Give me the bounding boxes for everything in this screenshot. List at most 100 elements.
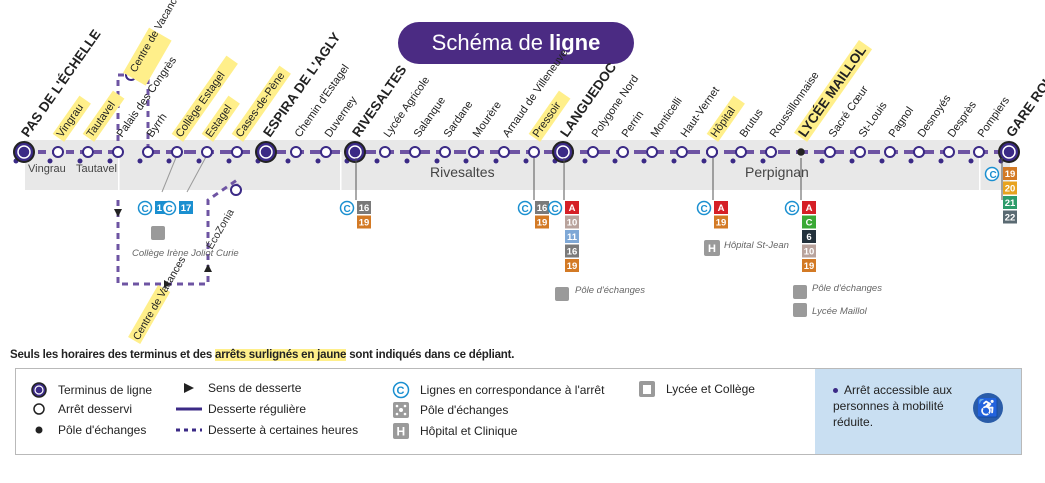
legend: Terminus de ligne Arrêt desservi Pôle d'… <box>15 368 1022 455</box>
svg-text:C: C <box>397 385 405 397</box>
legend-school: Lycée et Collège <box>634 381 755 397</box>
line-badge <box>714 215 728 229</box>
line-badge <box>565 230 579 243</box>
stop-marker <box>52 146 64 158</box>
stop-marker <box>765 146 777 158</box>
svg-text:C: C <box>552 204 559 215</box>
stop-marker <box>973 146 985 158</box>
line-badge <box>565 259 579 272</box>
line-badge <box>714 201 728 214</box>
zone-band <box>24 140 1010 190</box>
stop-marker <box>439 146 451 158</box>
line-badge <box>1003 196 1017 209</box>
zone-divider <box>118 152 120 190</box>
hub-icon <box>388 402 414 418</box>
line-badge <box>535 215 549 229</box>
line-diagram: Vingrau Tautavel Rivesaltes Perpignan Ce… <box>13 0 1045 344</box>
accessible-dot <box>77 158 83 164</box>
line-badge-label: 19 <box>716 218 727 229</box>
line-badge <box>1003 210 1017 224</box>
accessible-dot <box>671 158 677 164</box>
accessible-dot <box>760 158 766 164</box>
stop-marker <box>797 148 805 156</box>
accessible-dot <box>701 158 707 164</box>
legend-hub-icon: Pôle d'échanges <box>388 402 508 418</box>
accessible-dot <box>226 158 232 164</box>
connection-icon: C <box>517 200 533 216</box>
stop-marker <box>998 141 1020 163</box>
legend-terminus: Terminus de ligne <box>26 381 152 399</box>
accessible-dot <box>582 158 588 164</box>
line-badge <box>179 201 193 214</box>
stop-label: Mourère <box>471 99 504 139</box>
stop-marker <box>112 146 124 158</box>
stop-marker <box>913 146 925 158</box>
accessible-dot <box>523 158 529 164</box>
accessible-dot <box>908 158 914 164</box>
stop-marker <box>617 146 629 158</box>
stop-marker <box>231 146 243 158</box>
line-badge <box>802 230 816 243</box>
college-irene-label: Collège Irène Joliot Curie <box>132 248 239 259</box>
accessible-dot <box>285 158 291 164</box>
svg-text:H: H <box>397 425 406 439</box>
accessible-dot <box>137 158 143 164</box>
hub-icon <box>555 287 569 301</box>
stop-marker <box>498 146 510 158</box>
stop-marker <box>824 146 836 158</box>
line-badge-label: 20 <box>1005 184 1016 195</box>
wheelchair-icon: ♿ <box>973 393 1003 423</box>
svg-text:C: C <box>166 204 173 215</box>
maillol-lycee-label: Lycée Maillol <box>812 306 868 317</box>
accessible-dot <box>47 158 53 164</box>
line-badge <box>357 215 371 229</box>
zone-rivesaltes: Rivesaltes <box>430 164 495 180</box>
legend-connections: C Lignes en correspondance à l'arrêt <box>388 381 604 399</box>
svg-text:H: H <box>708 243 716 255</box>
stop-marker <box>290 146 302 158</box>
stop-marker <box>854 146 866 158</box>
hopital-annotation: H Hôpital St-Jean <box>704 240 789 256</box>
accessible-dot <box>463 158 469 164</box>
accessible-dot <box>938 158 944 164</box>
legend-direction: Sens de desserte <box>176 381 301 395</box>
accessible-dot <box>196 158 202 164</box>
line-badge <box>802 215 816 229</box>
accessible-dot <box>434 158 440 164</box>
line-badge-label: C <box>806 218 813 229</box>
line-badge <box>565 215 579 229</box>
stop-marker <box>171 146 183 158</box>
stop-label: Brutus <box>738 106 766 139</box>
stop-marker <box>943 146 955 158</box>
accessible-dot <box>493 158 499 164</box>
diagram-title: Schéma de ligne <box>398 22 634 64</box>
line-badge-label: 21 <box>1005 198 1016 209</box>
stop-marker <box>201 146 213 158</box>
accessible-dot <box>879 158 885 164</box>
languedoc-hub-label: Pôle d'échanges <box>575 285 645 296</box>
school-icon <box>634 381 660 397</box>
note-after: sont indiqués dans ce dépliant. <box>349 349 515 361</box>
line-badge-label: 17 <box>181 203 192 214</box>
line-badge-label: 19 <box>359 218 370 229</box>
line-badge <box>802 244 816 258</box>
highlight-note: Seuls les horaires des terminus et des a… <box>10 349 514 361</box>
stop-label: Perrin <box>620 109 647 140</box>
legend-certain-hours: Desserte à certaines heures <box>176 423 359 437</box>
svg-text:C: C <box>789 204 796 215</box>
line-badge-label: 19 <box>1005 169 1016 180</box>
hub-icon <box>793 285 807 299</box>
stop-marker <box>255 141 277 163</box>
direction-arrow <box>114 209 122 217</box>
legend-hospital: H Hôpital et Clinique <box>388 423 517 439</box>
zone-divider <box>340 152 342 190</box>
stop-marker <box>468 146 480 158</box>
line-badge-label: 19 <box>537 218 548 229</box>
stop-label: Pressoir <box>531 100 564 140</box>
line-badge-label: 19 <box>804 261 815 272</box>
stop-marker <box>552 141 574 163</box>
line-badge <box>1003 167 1017 180</box>
line-badge <box>357 201 371 214</box>
